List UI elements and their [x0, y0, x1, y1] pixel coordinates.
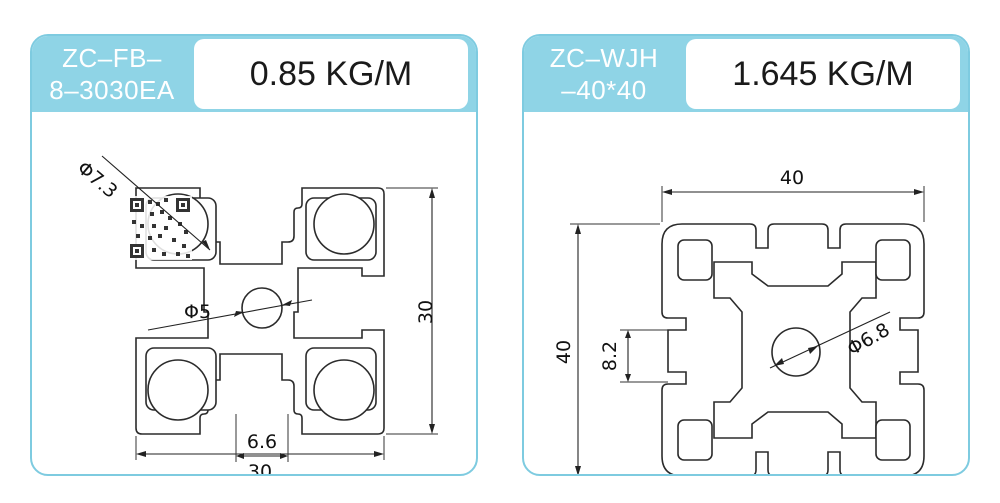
- dim-height: 30: [415, 300, 437, 324]
- corner-hole-br: [313, 359, 375, 421]
- qr-code-icon: [128, 196, 192, 260]
- profile-card-4040: ZC–WJH –40*40 1.645 KG/M 40 40 8.2: [522, 34, 970, 476]
- dim-width: 30: [248, 461, 272, 476]
- pocket-tr: [875, 239, 911, 281]
- corner-hole-bl: [147, 359, 209, 421]
- pocket-bl: [677, 419, 713, 461]
- profile-drawing-4040: 40 40 8.2 Φ6.8: [553, 167, 925, 474]
- center-hole: [241, 287, 283, 329]
- dim-corner-hole: Φ7.3: [73, 157, 122, 203]
- center-hole: [771, 327, 821, 377]
- pocket-br: [875, 419, 911, 461]
- dim-center-hole: Φ5: [184, 301, 211, 323]
- corner-hole-tr: [313, 193, 375, 255]
- pocket-tl: [677, 239, 713, 281]
- profile-drawing-3030: 30 30 6.6 Φ5 Φ7.3: [73, 155, 438, 476]
- dim-slot: 6.6: [247, 431, 277, 453]
- dim-height: 40: [553, 340, 575, 364]
- model-number: ZC–FB– 8–3030EA: [49, 43, 175, 105]
- profile-card-3030: ZC–FB– 8–3030EA 0.85 KG/M: [30, 34, 478, 476]
- dim-width: 40: [780, 167, 804, 189]
- dim-slot: 8.2: [599, 341, 621, 371]
- model-number: ZC–WJH –40*40: [549, 43, 659, 105]
- weight-label: 1.645 KG/M: [686, 39, 960, 109]
- weight-label: 0.85 KG/M: [194, 39, 468, 109]
